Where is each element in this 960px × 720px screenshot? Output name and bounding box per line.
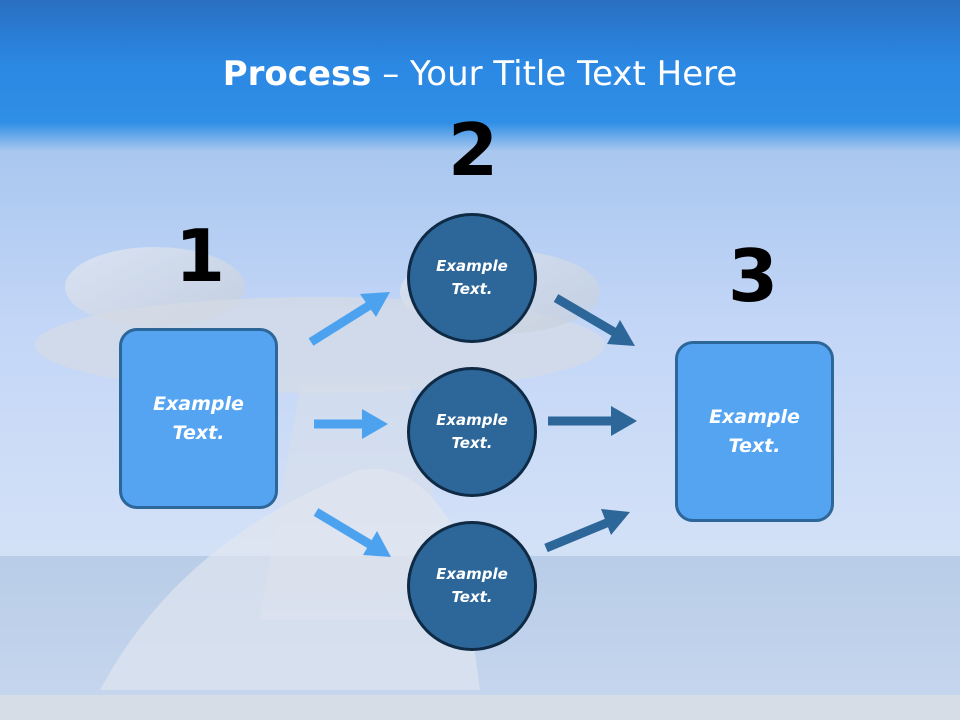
step-2-circle-middle: Example Text.: [407, 367, 537, 497]
step-3-text: Example Text.: [709, 405, 800, 457]
circle-middle-text: Example Text.: [436, 411, 508, 452]
step-number-1: 1: [174, 214, 226, 298]
circle-bottom-text: Example Text.: [436, 565, 508, 606]
step-3-box: Example Text.: [675, 341, 834, 522]
step-number-3: 3: [727, 234, 779, 318]
title-bold: Process: [222, 54, 372, 94]
step-1-text: Example Text.: [153, 392, 244, 444]
step-2-circle-bottom: Example Text.: [407, 521, 537, 651]
step-2-circle-top: Example Text.: [407, 213, 537, 343]
step-1-box: Example Text.: [119, 328, 278, 509]
circle-top-text: Example Text.: [436, 257, 508, 298]
step-number-2: 2: [447, 108, 499, 192]
slide-title: Process – Your Title Text Here: [0, 52, 960, 96]
title-rest: – Your Title Text Here: [371, 54, 738, 94]
